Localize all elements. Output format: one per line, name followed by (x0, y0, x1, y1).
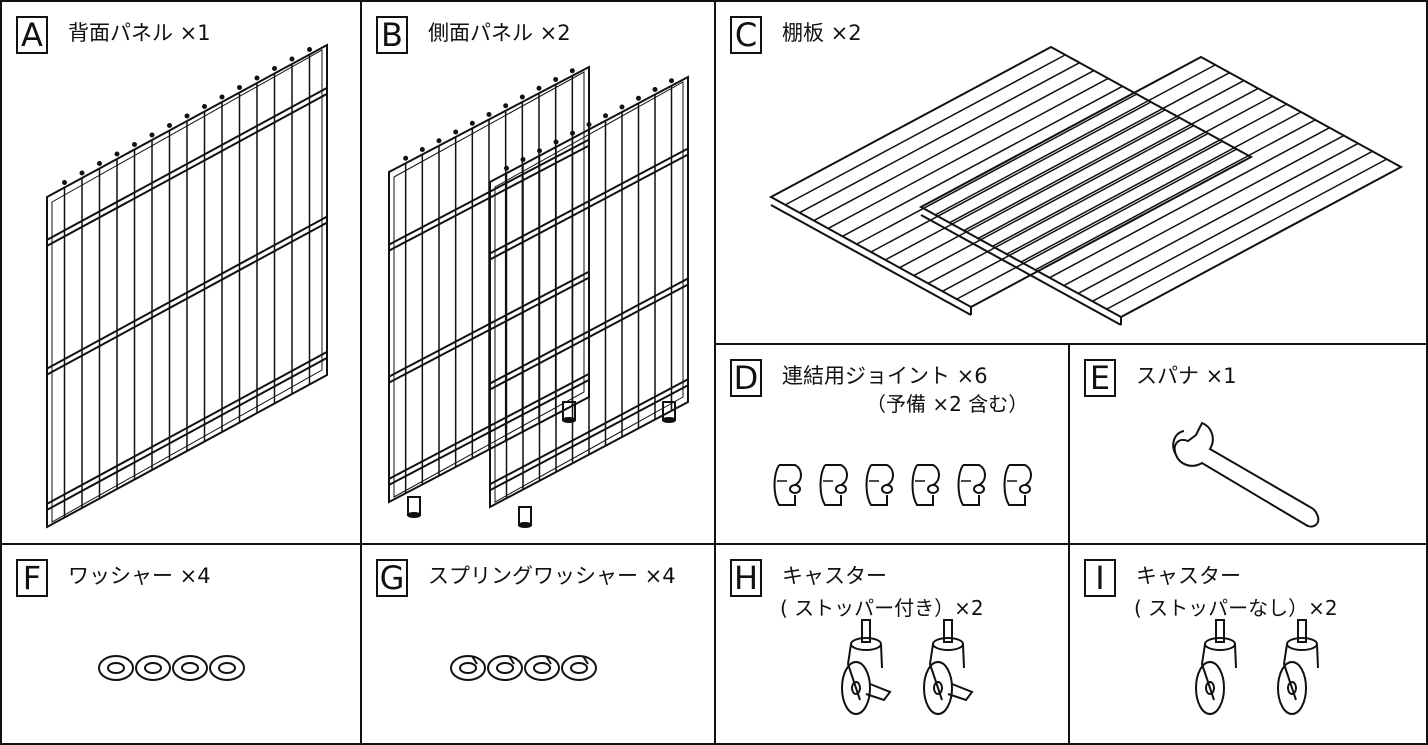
spanner-illustration (1070, 345, 1428, 545)
part-d-letter: D (730, 359, 762, 397)
joint-illustration (716, 345, 1070, 545)
part-e-cell: E スパナ ×1 (1068, 343, 1428, 545)
part-i-note: ( ストッパーなし）×2 (1134, 596, 1338, 620)
part-a-label: 背面パネル ×1 (68, 21, 211, 45)
part-h-letter: H (730, 559, 762, 597)
washer-illustration (2, 545, 362, 745)
part-d-label: 連結用ジョイント ×6 (782, 364, 988, 388)
part-a-letter: A (16, 16, 48, 54)
part-h-label: キャスター (782, 564, 887, 588)
part-h-cell: H キャスター ( ストッパー付き）×2 (714, 543, 1070, 745)
part-h-note: ( ストッパー付き）×2 (780, 596, 984, 620)
part-g-cell: G スプリングワッシャー ×4 (360, 543, 716, 745)
part-b-letter: B (376, 16, 408, 54)
part-c-letter: C (730, 16, 762, 54)
part-i-letter: I (1084, 559, 1116, 597)
part-f-cell: F ワッシャー ×4 (0, 543, 362, 745)
part-b-cell: B 側面パネル ×2 (360, 0, 716, 545)
part-g-letter: G (376, 559, 408, 597)
caster-with-stopper-illustration (716, 545, 1070, 745)
side-panel-illustration (362, 2, 716, 545)
part-e-letter: E (1084, 359, 1116, 397)
part-a-cell: A 背面パネル ×1 (0, 0, 362, 545)
part-i-label: キャスター (1136, 564, 1241, 588)
shelf-board-illustration (716, 2, 1428, 345)
part-e-label: スパナ ×1 (1136, 364, 1237, 388)
part-d-cell: D 連結用ジョイント ×6 （予備 ×2 含む） (714, 343, 1070, 545)
part-i-cell: I キャスター ( ストッパーなし）×2 (1068, 543, 1428, 745)
part-c-label: 棚板 ×2 (782, 21, 862, 45)
part-d-note: （予備 ×2 含む） (866, 392, 1029, 416)
caster-without-stopper-illustration (1070, 545, 1428, 745)
part-f-label: ワッシャー ×4 (68, 564, 211, 588)
part-c-cell: C 棚板 ×2 (714, 0, 1428, 345)
back-panel-illustration (2, 2, 362, 545)
spring-washer-illustration (362, 545, 716, 745)
part-g-label: スプリングワッシャー ×4 (428, 564, 676, 588)
part-f-letter: F (16, 559, 48, 597)
part-b-label: 側面パネル ×2 (428, 21, 571, 45)
